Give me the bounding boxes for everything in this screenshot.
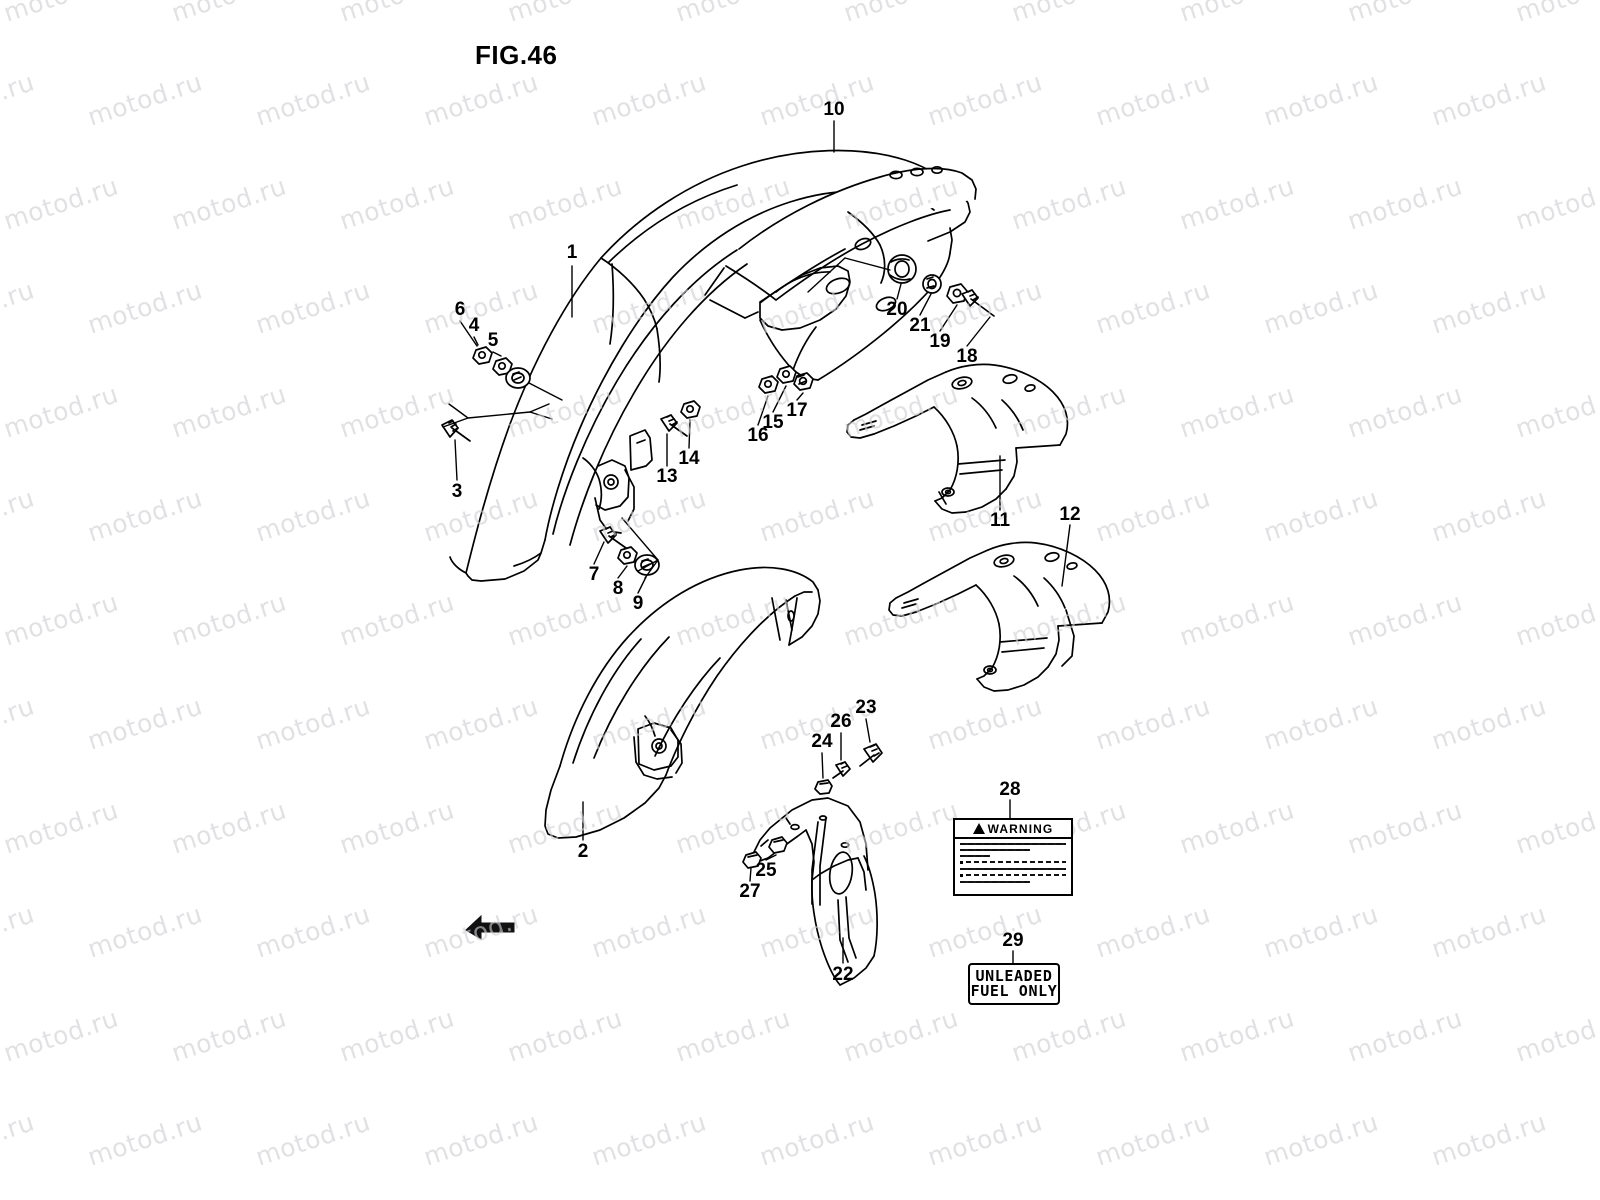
warning-label-body xyxy=(955,839,1071,883)
warning-text-line xyxy=(960,855,990,857)
callout-17: 17 xyxy=(786,400,808,421)
warning-text-line xyxy=(960,849,1030,851)
fastener-17 xyxy=(793,372,814,391)
callout-12: 12 xyxy=(1059,504,1081,525)
callout-9: 9 xyxy=(632,593,644,614)
fastener-21 xyxy=(922,274,942,294)
callout-8: 8 xyxy=(612,578,624,599)
warning-label-header: WARNING xyxy=(955,820,1071,839)
warning-text-line xyxy=(966,861,1066,863)
unleaded-fuel-label-decal: UNLEADED FUEL ONLY xyxy=(968,963,1060,1005)
warning-text-line xyxy=(960,868,1066,870)
callout-2: 2 xyxy=(577,841,589,862)
fuel-label-line-2: FUEL ONLY xyxy=(970,982,1058,1000)
part-carrier-upper xyxy=(846,363,1069,514)
part-carrier-lower xyxy=(888,541,1111,692)
callout-20: 20 xyxy=(886,299,908,320)
callout-10: 10 xyxy=(823,99,845,120)
callout-4: 4 xyxy=(468,315,480,336)
fwd-arrow-icon xyxy=(465,914,515,940)
callout-18: 18 xyxy=(956,346,978,367)
fastener-25 xyxy=(768,836,788,854)
warning-label-decal: WARNING xyxy=(953,818,1073,896)
fastener-7 xyxy=(599,526,627,549)
callout-28: 28 xyxy=(999,779,1021,800)
fuel-label-line-1: UNLEADED xyxy=(975,966,1053,985)
callout-14: 14 xyxy=(678,448,700,469)
callout-22: 22 xyxy=(832,964,854,985)
callout-24: 24 xyxy=(811,731,833,752)
fastener-16 xyxy=(758,375,779,394)
callout-5: 5 xyxy=(487,330,499,351)
fastener-5 xyxy=(505,367,531,389)
fastener-14 xyxy=(680,400,701,419)
warning-bullet xyxy=(960,874,1066,877)
part-rear-fender-bracket xyxy=(704,165,977,381)
callout-16: 16 xyxy=(747,425,769,446)
part-rear-fender-front xyxy=(449,149,971,582)
fastener-8 xyxy=(617,546,638,565)
part-rear-fender-rear xyxy=(544,566,821,839)
callout-15: 15 xyxy=(762,412,784,433)
fastener-3 xyxy=(441,419,471,442)
fastener-18 xyxy=(961,289,995,317)
callout-23: 23 xyxy=(855,697,877,718)
warning-text-line xyxy=(960,881,1030,883)
callout-1: 1 xyxy=(566,242,578,263)
callout-19: 19 xyxy=(929,331,951,352)
warning-text-line xyxy=(966,874,1066,876)
bullet-dot-icon xyxy=(960,874,963,877)
callout-26: 26 xyxy=(830,711,852,732)
figure-title: FIG.46 xyxy=(475,40,558,70)
callout-11: 11 xyxy=(989,510,1011,531)
warning-bullet xyxy=(960,861,1066,864)
callout-7: 7 xyxy=(588,564,600,585)
warning-label-heading: WARNING xyxy=(987,821,1054,836)
callout-21: 21 xyxy=(909,315,931,336)
warning-triangle-icon xyxy=(972,823,985,834)
callout-6: 6 xyxy=(454,299,466,320)
leader-lines xyxy=(442,120,1071,965)
fastener-27 xyxy=(742,851,762,869)
callout-3: 3 xyxy=(451,481,463,502)
bullet-dot-icon xyxy=(960,861,963,864)
callout-25: 25 xyxy=(755,860,777,881)
callout-27: 27 xyxy=(739,881,761,902)
fastener-13 xyxy=(660,414,688,437)
warning-text-line xyxy=(960,843,1066,845)
fastener-24 xyxy=(814,779,833,795)
callout-29: 29 xyxy=(1002,930,1024,951)
callout-13: 13 xyxy=(656,466,678,487)
fastener-26 xyxy=(832,761,851,779)
fastener-19 xyxy=(946,283,968,304)
fastener-23 xyxy=(859,743,883,767)
fastener-15 xyxy=(776,365,797,384)
fastener-6 xyxy=(472,346,493,365)
